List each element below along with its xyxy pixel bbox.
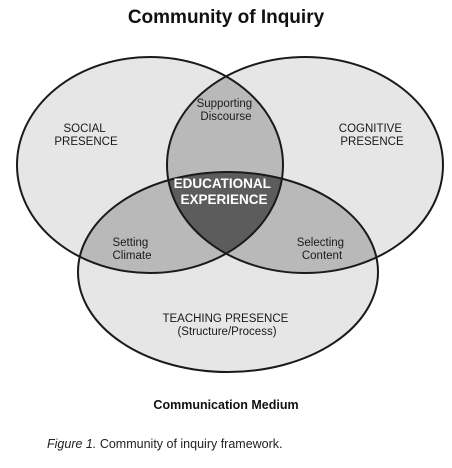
cognitive-presence-label: COGNITIVE PRESENCE xyxy=(339,123,405,148)
diagram-title: Community of Inquiry xyxy=(128,7,325,28)
selecting-content-label: Selecting Content xyxy=(297,237,348,262)
educational-experience-label: EDUCATIONAL EXPERIENCE xyxy=(174,176,275,207)
teaching-presence-label: TEACHING PRESENCE (Structure/Process) xyxy=(162,313,291,338)
teaching-presence-outline xyxy=(77,171,379,373)
setting-climate-label: Setting Climate xyxy=(112,237,151,262)
supporting-discourse-label: Supporting Discourse xyxy=(197,98,256,123)
communication-medium-label: Communication Medium xyxy=(153,398,298,412)
circle-outlines xyxy=(16,56,444,373)
social-presence-outline xyxy=(16,56,284,274)
figure-caption: Figure 1. Community of inquiry framework… xyxy=(47,437,447,451)
cognitive-presence-outline xyxy=(166,56,444,274)
caption-text: Community of inquiry framework. xyxy=(99,437,283,451)
figure-number: Figure 1. xyxy=(47,437,97,451)
social-presence-label: SOCIAL PRESENCE xyxy=(54,123,118,148)
